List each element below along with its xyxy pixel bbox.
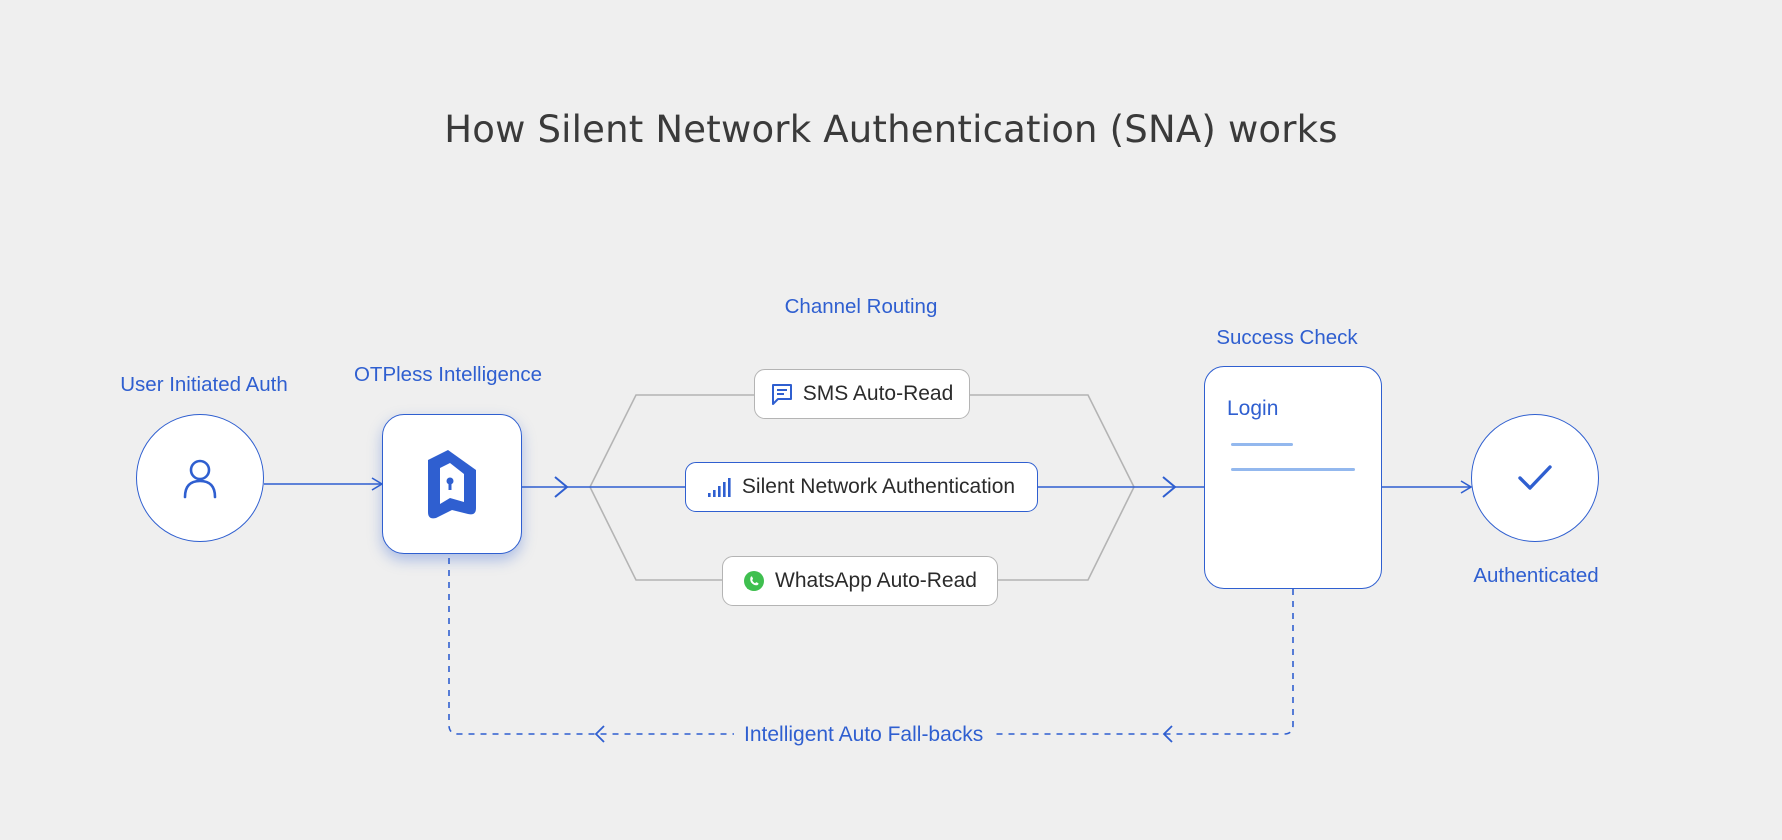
login-card: Login bbox=[1204, 366, 1382, 589]
fallback-arrows bbox=[594, 725, 1173, 743]
checkmark-icon bbox=[1518, 465, 1552, 490]
channel-sms: SMS Auto-Read bbox=[754, 369, 970, 419]
user-node bbox=[136, 414, 264, 542]
login-field-line bbox=[1231, 443, 1293, 446]
channel-whatsapp: WhatsApp Auto-Read bbox=[722, 556, 998, 606]
user-icon bbox=[183, 459, 217, 499]
fallback-label: Intelligent Auto Fall-backs bbox=[734, 722, 994, 748]
stage-label-routing: Channel Routing bbox=[784, 295, 938, 318]
page-title: How Silent Network Authentication (SNA) … bbox=[444, 108, 1338, 151]
stage-label-check: Success Check bbox=[1216, 326, 1358, 349]
login-field-line bbox=[1231, 468, 1355, 471]
stage-label-engine: OTPless Intelligence bbox=[353, 363, 542, 386]
channel-sms-label: SMS Auto-Read bbox=[802, 382, 954, 405]
login-card-title: Login bbox=[1227, 397, 1279, 420]
fallback-path bbox=[448, 554, 1294, 735]
otpless-logo bbox=[428, 450, 476, 519]
chat-bubble-icon bbox=[771, 384, 792, 405]
channel-whatsapp-label: WhatsApp Auto-Read bbox=[775, 569, 977, 592]
channel-sna-label: Silent Network Authentication bbox=[741, 475, 1016, 498]
otpless-engine-node bbox=[382, 414, 522, 554]
stage-label-user: User Initiated Auth bbox=[120, 373, 288, 396]
channel-sna: Silent Network Authentication bbox=[685, 462, 1038, 512]
stage-label-done: Authenticated bbox=[1473, 564, 1599, 587]
signal-bars-icon bbox=[707, 478, 731, 497]
authenticated-node bbox=[1471, 414, 1599, 542]
whatsapp-icon bbox=[744, 571, 765, 591]
